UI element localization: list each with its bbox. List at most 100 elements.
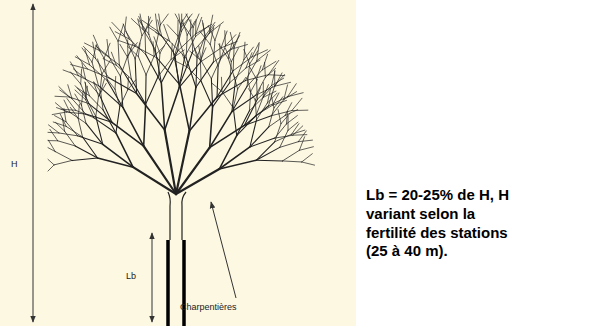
branch-stroke [93, 35, 100, 51]
branch-stroke [48, 125, 58, 133]
branch-stroke [139, 20, 149, 34]
branch-stroke [274, 97, 283, 108]
branch-stroke [164, 24, 170, 41]
branch-stroke [124, 35, 135, 59]
branch-stroke [112, 122, 144, 146]
branch-stroke [283, 150, 300, 161]
branch-stroke [230, 32, 234, 47]
branch-stroke [55, 96, 69, 98]
branch-stroke [167, 25, 178, 36]
branch-stroke [190, 20, 191, 36]
branch-stroke [234, 32, 240, 47]
branch-stroke [119, 41, 135, 47]
branch-stroke [48, 140, 55, 151]
branch-stroke [66, 112, 85, 114]
branch-stroke [201, 81, 213, 107]
branch-stroke [111, 52, 116, 65]
branch-stroke [225, 35, 235, 46]
dimension-label: H [11, 159, 18, 170]
branch-stroke [55, 103, 66, 112]
branch-stroke [250, 67, 257, 79]
branch-stroke [210, 112, 232, 148]
branch-stroke [142, 20, 157, 31]
branch-stroke [257, 50, 270, 60]
branch-stroke [228, 43, 232, 58]
branch-stroke [210, 28, 213, 45]
branch-stroke [161, 83, 164, 130]
branch-stroke [302, 154, 313, 162]
branch-stroke [256, 160, 282, 162]
branch-stroke [96, 46, 109, 57]
branch-stroke [251, 80, 258, 92]
trunk-outline [168, 192, 186, 240]
branch-stroke [186, 14, 193, 27]
branch-stroke [200, 31, 210, 44]
branch-stroke [93, 42, 96, 58]
branch-stroke [288, 116, 289, 130]
branch-stroke [173, 27, 181, 51]
branch-stroke [99, 86, 123, 108]
branch-stroke [233, 108, 236, 136]
branch-stroke [246, 53, 252, 68]
branch-stroke [75, 146, 97, 158]
branch-stroke [82, 63, 86, 79]
branch-stroke [190, 51, 201, 61]
branch-stroke [299, 137, 304, 151]
branch-stroke [257, 103, 268, 120]
branch-stroke [165, 87, 180, 130]
branch-stroke [221, 41, 237, 48]
branch-stroke [137, 94, 165, 130]
branch-stroke [100, 95, 112, 122]
branch-stroke [77, 88, 89, 96]
branch-stroke [100, 51, 119, 65]
branch-stroke [165, 130, 176, 194]
branch-stroke [155, 14, 157, 31]
branch-stroke [70, 62, 78, 76]
branch-stroke [48, 165, 54, 171]
branch-stroke [119, 65, 136, 94]
branch-stroke [210, 125, 245, 147]
branch-stroke [280, 142, 299, 148]
leader-line [211, 202, 236, 298]
branch-stroke [197, 36, 205, 57]
branch-stroke [211, 83, 222, 92]
branch-stroke [211, 59, 220, 78]
branch-stroke [210, 44, 218, 66]
branch-stroke [55, 116, 66, 122]
part-label: Charpentières [180, 302, 237, 313]
branch-stroke [238, 77, 246, 89]
branch-stroke [221, 77, 223, 91]
branch-stroke [299, 147, 313, 151]
branch-stroke [65, 131, 76, 146]
branch-stroke [156, 33, 170, 42]
branch-stroke [219, 44, 229, 58]
branch-stroke [250, 51, 258, 64]
branch-stroke [213, 40, 215, 62]
branch-stroke [217, 66, 218, 97]
branch-stroke [100, 74, 102, 95]
branch-stroke [115, 32, 129, 39]
branch-stroke [146, 76, 159, 104]
branch-stroke [96, 58, 109, 77]
branch-stroke [81, 84, 89, 104]
branch-stroke [78, 76, 98, 86]
branch-stroke [160, 14, 168, 25]
branch-stroke [115, 76, 117, 89]
branch-stroke [199, 46, 201, 61]
branch-stroke [274, 71, 275, 86]
branch-stroke [181, 14, 182, 27]
branch-stroke [200, 61, 202, 81]
branch-stroke [176, 169, 219, 194]
branch-stroke [128, 58, 131, 79]
branch-stroke [302, 162, 315, 165]
branch-stroke [145, 32, 147, 55]
branch-stroke [271, 95, 274, 108]
branch-stroke [176, 148, 210, 194]
branch-stroke [231, 48, 238, 62]
branch-stroke [256, 105, 273, 115]
branch-stroke [256, 147, 280, 160]
branch-stroke [78, 118, 82, 137]
branch-stroke [213, 83, 230, 107]
branch-stroke [67, 99, 76, 111]
branch-stroke [252, 50, 268, 57]
